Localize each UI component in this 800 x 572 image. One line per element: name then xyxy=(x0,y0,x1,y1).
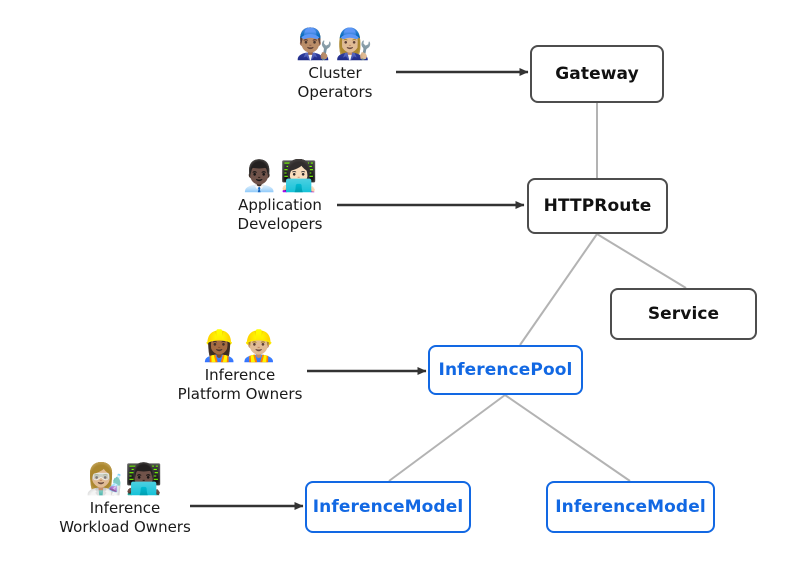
edge-inferencepool-model2 xyxy=(504,394,631,482)
node-inferencemodel1[interactable]: InferenceModel xyxy=(305,481,471,533)
woman-construction-worker-icon man-construction-worker-icon: 👷🏾‍♀️👷🏼‍♂️ xyxy=(200,329,280,364)
persona-inference-platform-owners: 👷🏾‍♀️👷🏼‍♂️Inference Platform Owners xyxy=(170,330,310,404)
persona-arrows xyxy=(190,68,529,510)
persona-label: Inference Workload Owners xyxy=(59,499,191,536)
node-httproute[interactable]: HTTPRoute xyxy=(527,178,668,234)
persona-application-developers: 👨🏿‍💼👩🏻‍💻Application Developers xyxy=(215,160,345,234)
persona-label: Application Developers xyxy=(237,196,323,233)
node-label: HTTPRoute xyxy=(543,196,652,216)
persona-label: Inference Platform Owners xyxy=(177,366,303,403)
edge-httproute-service xyxy=(596,233,687,289)
persona-cluster-operators: 👨🏽‍🔧👩🏼‍🔧Cluster Operators xyxy=(275,28,395,102)
node-gateway[interactable]: Gateway xyxy=(530,45,664,103)
woman-scientist-icon man-technologist-icon: 👩🏼‍🔬👨🏿‍💻 xyxy=(85,462,165,497)
node-label: Gateway xyxy=(555,64,639,84)
node-inferencepool[interactable]: InferencePool xyxy=(428,345,583,395)
persona-inference-workload-owners: 👩🏼‍🔬👨🏿‍💻Inference Workload Owners xyxy=(55,463,195,537)
node-label: InferenceModel xyxy=(555,497,706,517)
edge-inferencepool-model1 xyxy=(388,394,506,482)
persona-label: Cluster Operators xyxy=(297,64,373,101)
node-label: InferenceModel xyxy=(312,497,464,517)
node-label: InferencePool xyxy=(438,360,573,380)
man-mechanic-icon woman-mechanic-icon: 👨🏽‍🔧👩🏼‍🔧 xyxy=(295,27,375,62)
edge-httproute-inferencepool xyxy=(519,233,598,346)
man-office-worker-icon woman-technologist-icon: 👨🏿‍💼👩🏻‍💻 xyxy=(240,159,320,194)
node-service[interactable]: Service xyxy=(610,288,757,340)
node-label: Service xyxy=(647,304,720,324)
node-inferencemodel2[interactable]: InferenceModel xyxy=(546,481,715,533)
